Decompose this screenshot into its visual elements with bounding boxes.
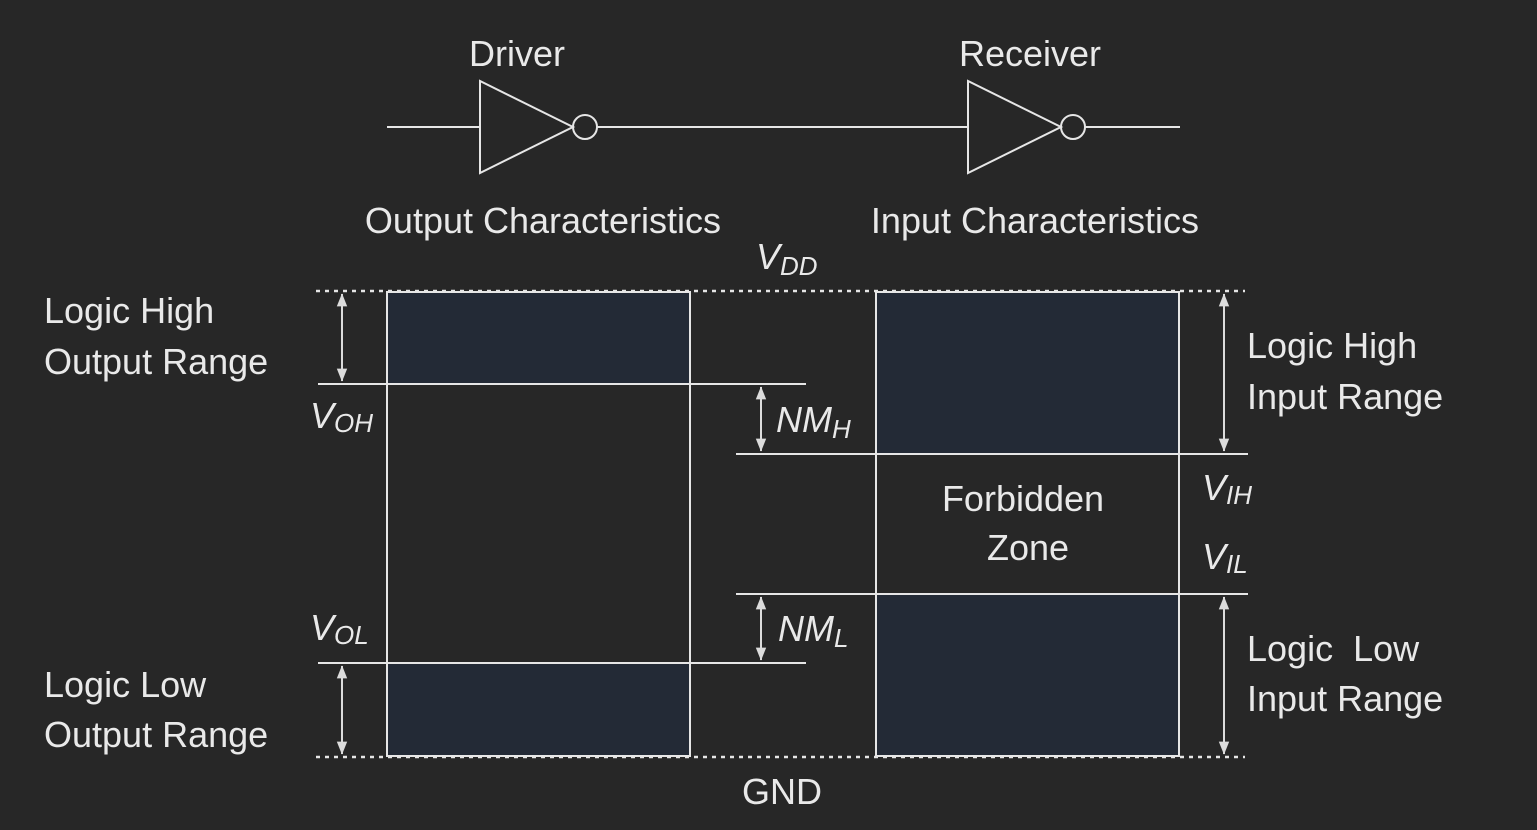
schematic <box>387 79 1180 175</box>
voh-label: VOH <box>310 395 373 438</box>
output-characteristics-box <box>386 291 691 757</box>
input-characteristics-label: Input Characteristics <box>871 200 1199 241</box>
nml-label: NML <box>778 608 848 653</box>
gnd-label: GND <box>742 771 822 812</box>
driver-label: Driver <box>469 33 565 74</box>
vol-label: VOL <box>310 607 369 650</box>
vih-label: VIH <box>1202 467 1252 510</box>
driver-inverter-icon <box>479 79 576 175</box>
output-high-range-fill <box>387 292 690 384</box>
receiver-label: Receiver <box>959 33 1101 74</box>
nmh-label: NMH <box>776 399 851 444</box>
logic-low-output-range-label: Logic Low Output Range <box>44 664 268 755</box>
output-characteristics-label: Output Characteristics <box>365 200 721 241</box>
level-lines <box>318 291 1248 757</box>
input-high-range-fill <box>876 292 1179 454</box>
range-fills <box>387 292 1179 756</box>
logic-high-input-range-label: Logic High Input Range <box>1247 325 1443 417</box>
forbidden-zone-label: Forbidden Zone <box>942 478 1114 568</box>
driver-bubble-icon <box>572 114 598 140</box>
input-low-range-fill <box>876 594 1179 756</box>
vdd-label: VDD <box>756 236 818 281</box>
receiver-bubble-icon <box>1060 114 1086 140</box>
logic-low-input-range-label: Logic Low Input Range <box>1247 628 1443 719</box>
input-characteristics-box <box>875 291 1180 757</box>
receiver-inverter-icon <box>967 79 1064 175</box>
vil-label: VIL <box>1202 536 1248 579</box>
output-low-range-fill <box>387 663 690 756</box>
logic-high-output-range-label: Logic High Output Range <box>44 290 268 382</box>
range-arrows <box>336 293 1230 755</box>
